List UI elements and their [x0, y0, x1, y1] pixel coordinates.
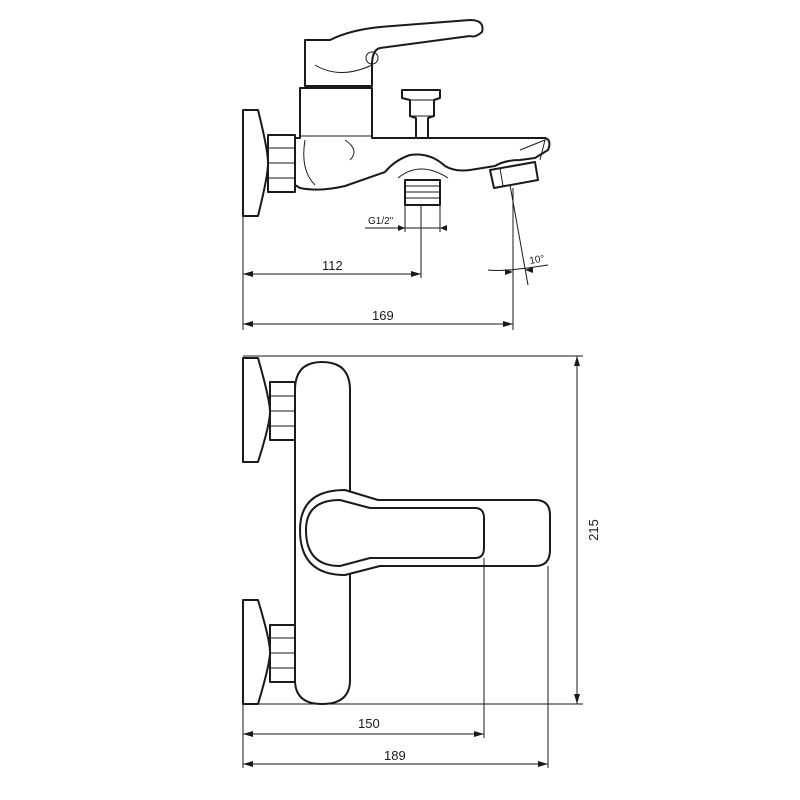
- top-upper-wall-flange: [242, 357, 271, 463]
- side-wall-flange: [242, 109, 269, 217]
- top-view: 215 150 189: [242, 355, 601, 768]
- dim-150-label: 150: [358, 716, 380, 731]
- dim-189-label: 189: [384, 748, 406, 763]
- dim-169-label: 169: [372, 308, 394, 323]
- dim-thread-label: G1/2": [368, 216, 394, 227]
- dim-215-label: 215: [586, 519, 601, 541]
- dim-112-label: 112: [322, 258, 343, 273]
- side-diverter-knob[interactable]: [401, 89, 441, 139]
- top-handle-lever[interactable]: [305, 499, 485, 567]
- side-view: G1/2" 112 10° 169: [242, 19, 551, 330]
- side-handle-lever[interactable]: [304, 19, 484, 87]
- dim-angle-label: 10°: [529, 253, 546, 266]
- top-lower-wall-flange: [242, 599, 271, 705]
